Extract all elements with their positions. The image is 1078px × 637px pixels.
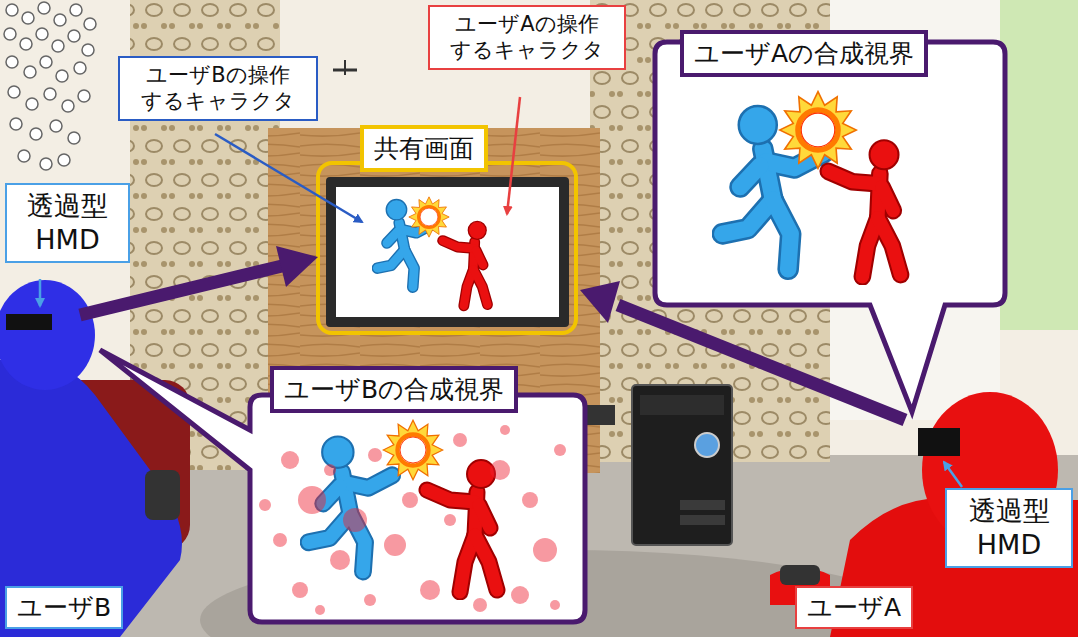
- bubble-heading: ユーザAの合成視界: [680, 30, 928, 77]
- label-text: 透過型 HMD: [17, 189, 118, 257]
- callout-box: ユーザAの操作 するキャラクタ: [428, 5, 626, 70]
- label-text: 共有画面: [374, 133, 474, 164]
- label-text: ユーザA: [807, 592, 901, 623]
- callout-box: 透過型 HMD: [5, 183, 130, 263]
- user-label: ユーザB: [5, 586, 123, 629]
- user-label: ユーザA: [795, 586, 913, 629]
- label-text: 透過型 HMD: [957, 494, 1061, 562]
- label-text: ユーザBの操作 するキャラクタ: [130, 62, 306, 115]
- bubble-heading: ユーザBの合成視界: [270, 366, 518, 413]
- callout-box: 透過型 HMD: [945, 488, 1073, 568]
- label-text: ユーザB: [17, 592, 111, 623]
- label-text: ユーザBの合成視界: [284, 374, 504, 405]
- label-text: ユーザAの合成視界: [694, 38, 914, 69]
- screen-heading: 共有画面: [360, 125, 488, 172]
- label-text: ユーザAの操作 するキャラクタ: [440, 11, 614, 64]
- callout-box: ユーザBの操作 するキャラクタ: [118, 56, 318, 121]
